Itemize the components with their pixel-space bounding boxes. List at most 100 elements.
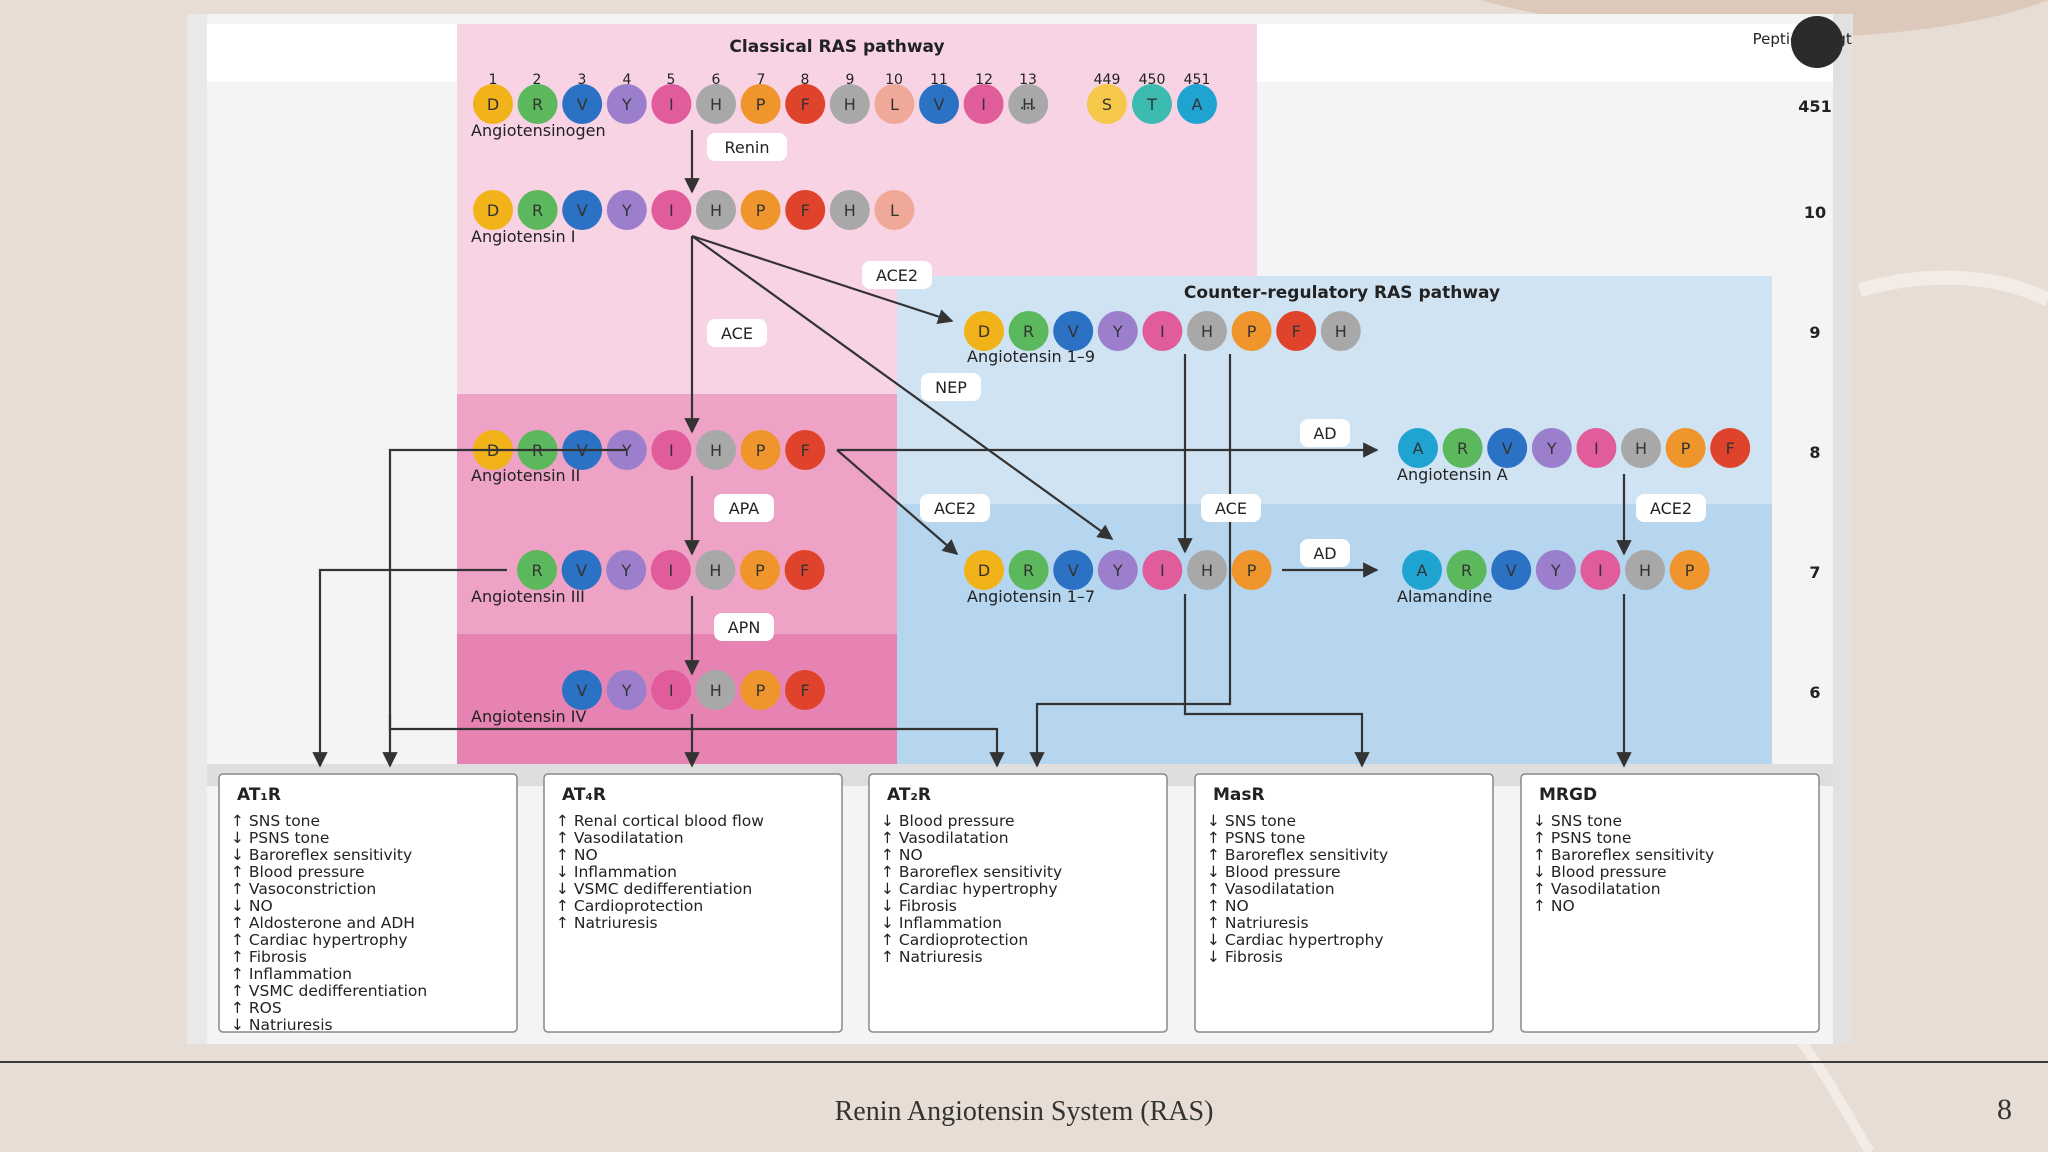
residue-letter: Y: [620, 561, 631, 580]
receptor-box: [218, 773, 518, 1033]
residue-letter: F: [801, 201, 810, 220]
residue-bead: [829, 190, 870, 230]
residue-bead: [1132, 84, 1172, 124]
residue-bead: [696, 430, 736, 470]
residue-bead: [606, 190, 647, 230]
peptide-name: Alamandine: [1397, 587, 1492, 606]
residue-bead: [785, 670, 825, 710]
receptor-name: MRGD: [1539, 785, 1597, 805]
enzyme-pill: [921, 373, 981, 401]
residue-bead: [1097, 550, 1138, 590]
residue-letter: H: [1635, 439, 1647, 458]
residue-bead: [964, 550, 1004, 590]
residue-letter: Y: [1550, 561, 1561, 580]
peptide-name: Angiotensin IV: [471, 707, 586, 726]
residue-letter: D: [487, 95, 499, 114]
enzyme-label: ACE: [1215, 499, 1247, 518]
receptor-effect: ↓ Cardiac hypertrophy: [881, 880, 1058, 898]
residue-bead: [1580, 550, 1621, 590]
receptor-name: AT₁R: [237, 785, 281, 805]
residue-letter: P: [756, 95, 766, 114]
residue-bead: [740, 670, 781, 710]
at1r-link-ang2: [382, 448, 627, 768]
residue-letter: A: [1417, 561, 1428, 580]
residue-letter: H: [710, 441, 722, 460]
position-number: 5: [667, 72, 676, 88]
receptor-effect: ↑ Cardiac hypertrophy: [231, 931, 408, 949]
receptor-effect: ↑ Inflammation: [231, 965, 352, 983]
enzyme-label: AD: [1313, 424, 1336, 443]
receptor-name: AT₄R: [562, 785, 606, 805]
receptor-effect: ↓ NO: [231, 897, 273, 915]
peptide-length: 7: [1809, 563, 1820, 582]
residue-letter: H: [844, 95, 856, 114]
position-number: 8: [801, 72, 810, 88]
residue-letter: P: [756, 441, 766, 460]
peptide-name: Angiotensin II: [471, 466, 580, 485]
residue-letter: F: [800, 561, 809, 580]
residue-bead: [1187, 311, 1227, 351]
enzyme-pill: [1636, 494, 1706, 522]
residue-letter: I: [669, 681, 674, 700]
receptor-effect: ↓ Blood pressure: [1533, 863, 1667, 881]
residue-letter: I: [1160, 322, 1165, 341]
enzyme-label: Renin: [725, 138, 770, 157]
residue-bead: [785, 430, 826, 470]
position-number: 451: [1184, 72, 1211, 88]
residue-letter: P: [756, 681, 766, 700]
position-number: 9: [846, 72, 855, 88]
nep-arrow: [691, 235, 1114, 540]
residue-letter: F: [801, 441, 810, 460]
peptide-name: Angiotensin A: [1397, 465, 1508, 484]
residue-bead: [696, 84, 736, 124]
residue-bead: [473, 84, 513, 124]
enzyme-label: NEP: [935, 378, 967, 397]
receptor-effect: ↓ Fibrosis: [1207, 948, 1283, 966]
residue-letter: V: [1506, 561, 1517, 580]
residue-bead: [1053, 550, 1094, 590]
residue-bead: [517, 84, 558, 124]
receptor-box: [543, 773, 843, 1033]
position-number: 4: [623, 72, 632, 88]
residue-bead: [1097, 311, 1138, 351]
receptor-effect: ↑ NO: [881, 846, 923, 864]
residue-bead: [606, 84, 647, 124]
residue-bead: [740, 190, 781, 230]
residue-bead: [784, 550, 825, 590]
residue-bead: [829, 84, 870, 124]
residue-letter: I: [981, 95, 986, 114]
residue-bead: [1320, 311, 1361, 351]
residue-letter: F: [1726, 439, 1735, 458]
residue-letter: F: [800, 681, 809, 700]
receptor-box: [868, 773, 1168, 1033]
residue-letter: H: [1639, 561, 1651, 580]
residue-bead: [1276, 311, 1317, 351]
peptide-length: 9: [1809, 323, 1820, 342]
receptor-effect: ↑ Vasodilatation: [1533, 880, 1661, 898]
position-number: 12: [975, 72, 993, 88]
residue-letter: A: [1413, 439, 1424, 458]
residue-letter: Y: [621, 201, 632, 220]
residue-bead: [740, 430, 781, 470]
slide-title: Renin Angiotensin System (RAS): [834, 1096, 1214, 1127]
residue-bead: [606, 550, 647, 590]
receptor-box: [1194, 773, 1494, 1033]
residue-bead: [1177, 84, 1217, 124]
residue-bead: [1231, 550, 1272, 590]
residue-bead: [919, 84, 959, 124]
position-number: 1: [489, 72, 498, 88]
residue-letter: I: [1594, 439, 1599, 458]
residue-bead: [874, 84, 915, 124]
residue-letter: R: [1023, 322, 1034, 341]
residue-bead: [651, 84, 692, 124]
receptor-effect: ↑ Natriuresis: [556, 914, 658, 932]
residue-bead: [517, 550, 557, 590]
residue-bead: [1710, 428, 1751, 468]
peptide-length: 451: [1798, 97, 1831, 116]
enzyme-pill: [1201, 494, 1261, 522]
receptor-effect: ↑ Vasodilatation: [1207, 880, 1335, 898]
residue-letter: R: [1023, 561, 1034, 580]
residue-letter: D: [978, 561, 990, 580]
